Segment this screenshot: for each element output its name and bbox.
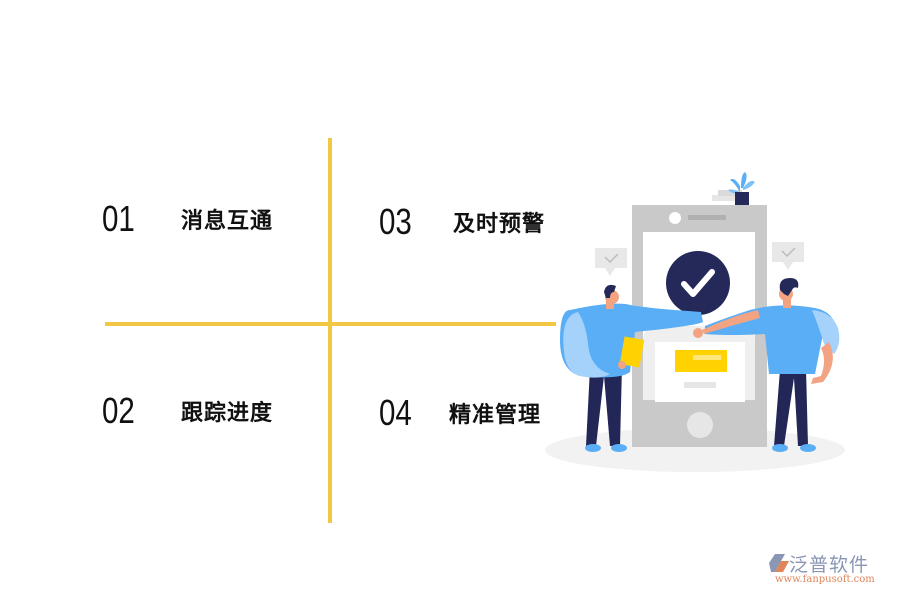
- feature-number: 04: [379, 392, 412, 433]
- feature-number: 01: [102, 198, 135, 239]
- home-button-icon: [687, 412, 713, 438]
- feature-item-01: 01 消息互通: [102, 198, 273, 240]
- clipboard-icon: [619, 336, 645, 368]
- brand-url: www.fanpusoft.com: [775, 574, 875, 585]
- speech-bubble-right-icon: [772, 242, 804, 270]
- fanpu-logo-icon: [769, 554, 789, 572]
- speech-bubble-left-icon: [595, 248, 627, 276]
- feature-label: 精准管理: [449, 403, 542, 428]
- feature-number: 03: [379, 201, 412, 242]
- plant-icon: [728, 172, 755, 205]
- feature-item-03: 03 及时预警: [379, 201, 545, 243]
- handshake-phone-check-illustration: [545, 172, 845, 472]
- feature-label: 跟踪进度: [181, 401, 274, 426]
- vertical-divider: [328, 138, 332, 523]
- feature-label: 及时预警: [453, 212, 546, 237]
- feature-item-02: 02 跟踪进度: [102, 390, 273, 432]
- yellow-card-icon: [675, 350, 727, 372]
- feature-number: 02: [102, 390, 135, 431]
- feature-item-04: 04 精准管理: [379, 392, 541, 434]
- left-person-icon: [560, 284, 703, 452]
- horizontal-divider: [105, 322, 556, 326]
- feature-label: 消息互通: [181, 209, 274, 234]
- check-circle-icon: [666, 251, 730, 315]
- brand-logo[interactable]: 泛普软件 www.fanpusoft.com: [765, 550, 895, 590]
- brand-name: 泛普软件: [789, 554, 870, 576]
- right-person-icon: [702, 278, 840, 452]
